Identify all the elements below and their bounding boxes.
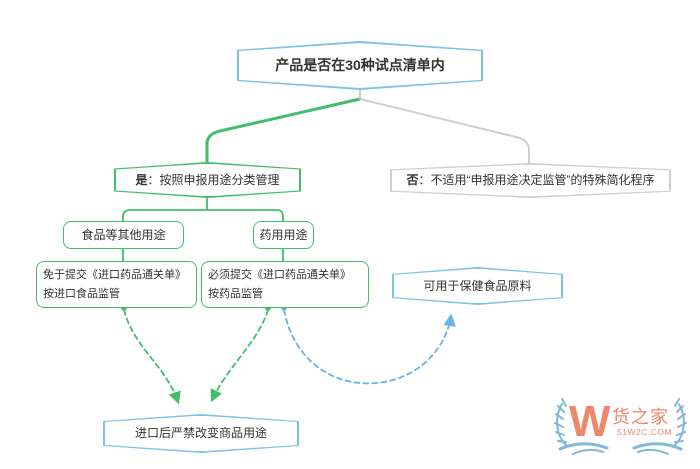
node-drug-result-line1: 必须提交《进口药品通关单》 (208, 268, 351, 281)
node-yes: 是：按照申报用途分类管理 (114, 162, 301, 198)
node-fill (239, 43, 481, 88)
brand-domain: 51W2C.COM (617, 427, 672, 437)
node-no-label: 否：不适用“申报用途决定监管”的特殊简化程序 (390, 163, 671, 198)
wave-icon (558, 442, 683, 455)
laurel-right-icon (673, 398, 687, 447)
node-root-label: 产品是否在30种试点清单内 (275, 56, 445, 73)
w-mark: W (569, 397, 611, 446)
node-no-text: ：不适用“申报用途决定监管”的特殊简化程序 (418, 173, 655, 187)
connector-root-to-yes (205, 97, 362, 164)
node-drug-result-line2: 按药品监管 (208, 287, 263, 300)
node-fill (104, 415, 298, 452)
node-root: 产品是否在30种试点清单内 (237, 41, 483, 90)
node-food-result: 免于提交《进口药品通关单》 按进口食品监管 (36, 261, 197, 308)
connector-root-to-no (359, 98, 530, 164)
connector-drug-result-to-no-change (210, 309, 269, 403)
laurel-left-icon (554, 398, 568, 447)
node-fill (393, 268, 562, 304)
node-no-change-label: 进口后严禁改变商品用途 (134, 426, 267, 440)
connector-yes-bracket (122, 209, 284, 222)
connector-food-result-to-no-change (123, 309, 181, 405)
node-fill (115, 163, 300, 197)
brand-logo: W 货之家 51W2C.COM (554, 397, 687, 455)
node-drug-use: 药用用途 (253, 221, 314, 249)
connector-drug-result-to-health-food (283, 309, 456, 385)
brand-name: 货之家 (612, 407, 669, 427)
node-food-use: 食品等其他用途 (63, 221, 184, 249)
node-no-change: 进口后严禁改变商品用途 (103, 414, 299, 453)
node-yes-text: ：按照申报用途分类管理 (147, 172, 280, 187)
node-yes-prefix: 是 (135, 172, 148, 187)
node-no: 否：不适用“申报用途决定监管”的特殊简化程序 (390, 163, 671, 198)
node-health-food-label: 可用于保健食品原料 (423, 278, 532, 293)
node-yes-label: 是：按照申报用途分类管理 (114, 162, 301, 198)
node-fill (391, 164, 670, 197)
node-food-result-line1: 免于提交《进口药品通关单》 (43, 268, 186, 281)
node-drug-result: 必须提交《进口药品通关单》 按药品监管 (201, 261, 369, 308)
node-food-result-line2: 按进口食品监管 (43, 287, 120, 300)
node-health-food: 可用于保健食品原料 (392, 267, 563, 305)
node-no-prefix: 否 (406, 173, 419, 187)
